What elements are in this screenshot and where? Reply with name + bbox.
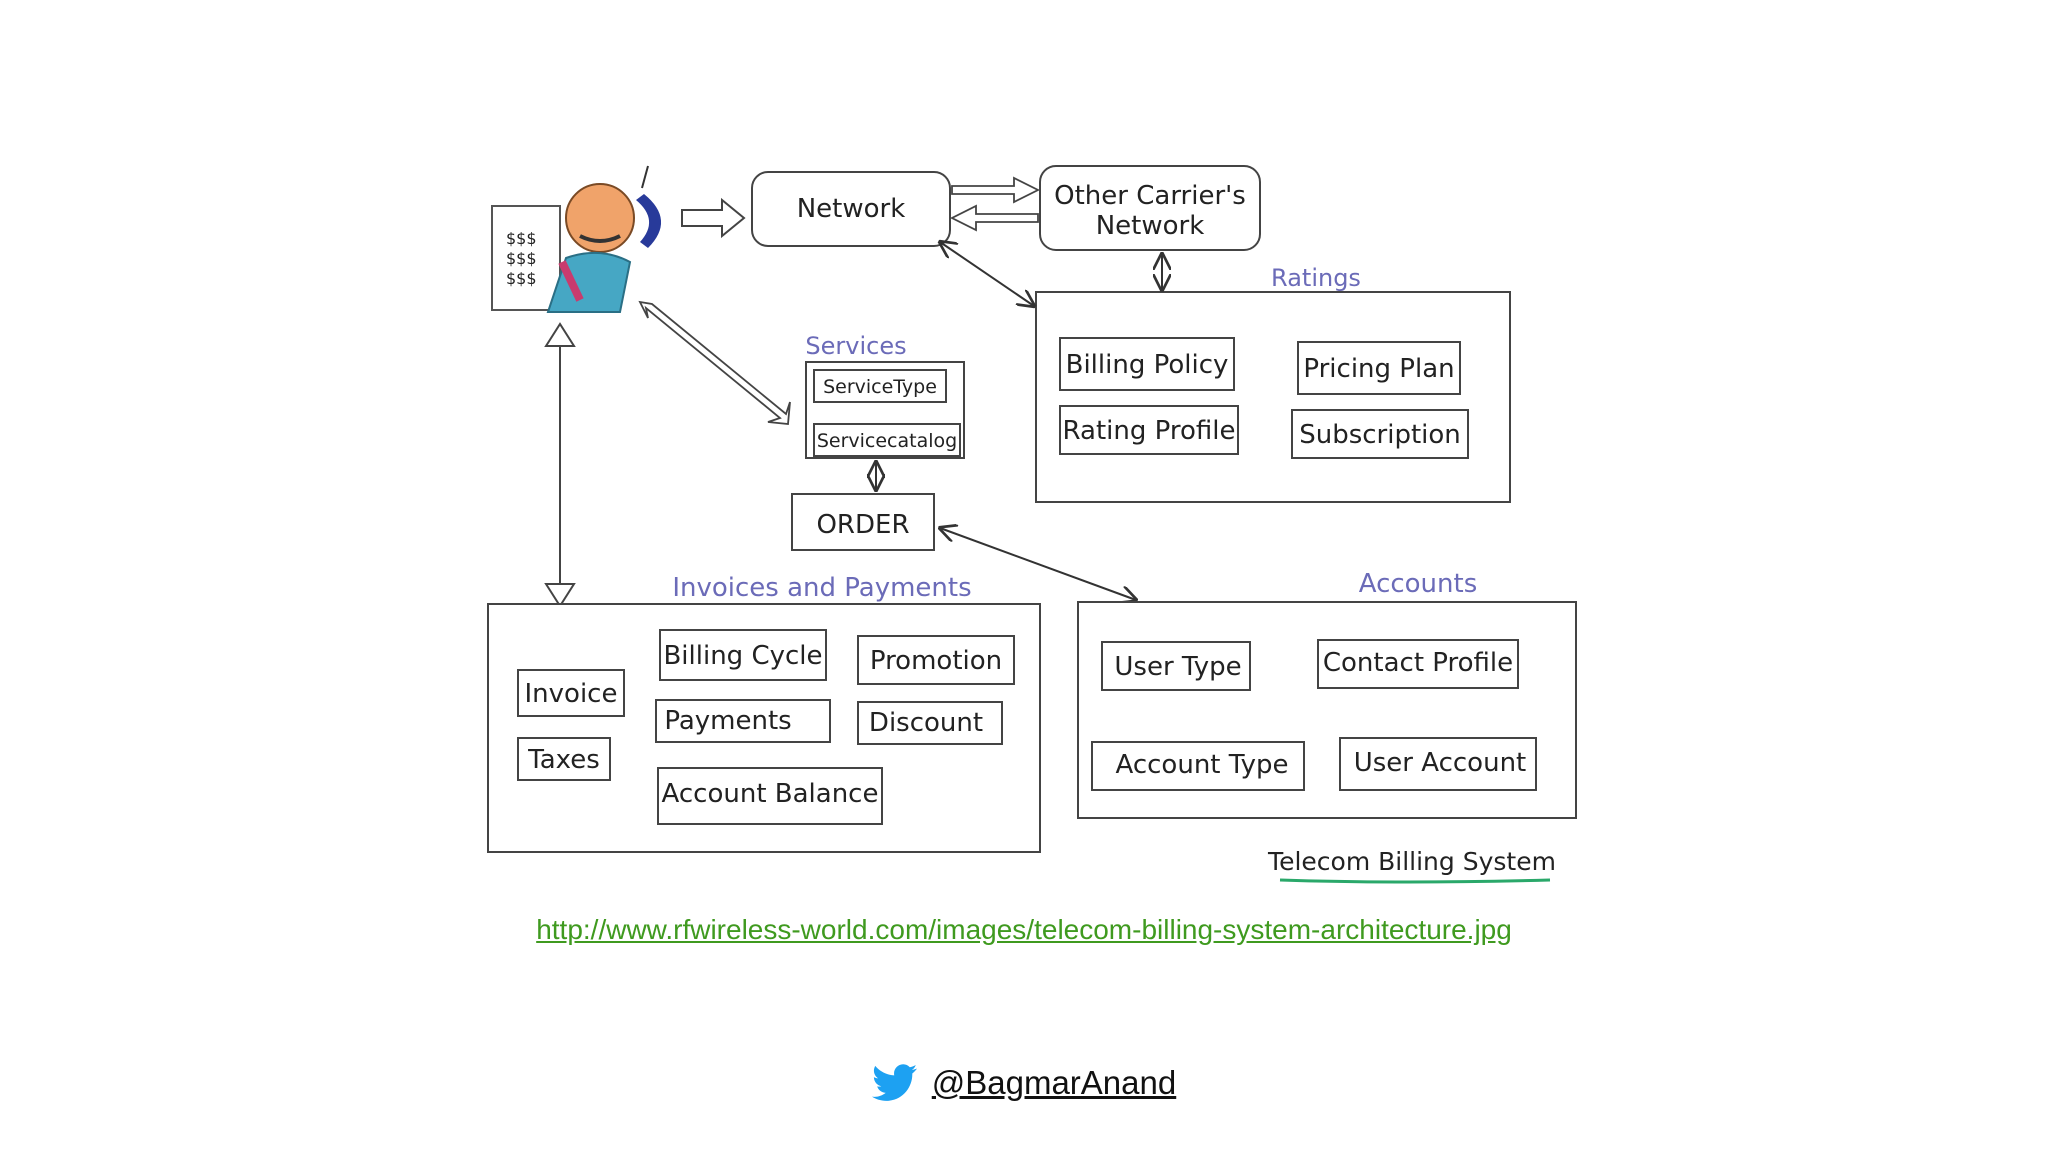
rating-profile-box (1059, 405, 1239, 455)
order-box (791, 493, 935, 551)
user-account-label: User Account (1354, 748, 1527, 778)
arrow-left-carrier (949, 204, 1039, 232)
services-title: Services (805, 332, 906, 360)
pricing-plan-box (1297, 341, 1461, 395)
other-carrier-label-line2: Network (1096, 211, 1205, 241)
user-type-label: User Type (1114, 652, 1241, 682)
caption-underline (1279, 878, 1551, 884)
arrow-to-network (681, 197, 746, 239)
taxes-box (517, 737, 611, 781)
bill-symbols: $$$ (506, 269, 537, 288)
account-type-box (1091, 741, 1305, 791)
arrow-order-accounts (940, 528, 1136, 600)
accounts-title: Accounts (1359, 569, 1478, 599)
source-url-link[interactable]: http://www.rfwireless-world.com/images/t… (536, 914, 1512, 945)
servicecatalog-box (813, 423, 961, 457)
servicetype-label: ServiceType (823, 376, 937, 398)
twitter-handle-link[interactable]: @BagmarAnand (931, 1064, 1177, 1101)
billing-cycle-box (659, 629, 827, 681)
taxes-label: Taxes (527, 745, 600, 775)
twitter-bird-icon (871, 1064, 917, 1101)
ratings-title: Ratings (1271, 264, 1361, 292)
contact-profile-label: Contact Profile (1323, 648, 1513, 678)
arrow-right-carrier (951, 176, 1041, 204)
servicetype-box (813, 369, 947, 403)
account-type-label: Account Type (1116, 750, 1289, 780)
contact-profile-box (1317, 639, 1519, 689)
billing-policy-label: Billing Policy (1066, 350, 1229, 380)
invoice-box (517, 669, 625, 717)
payments-box (655, 699, 831, 743)
order-label: ORDER (816, 510, 909, 540)
billing-policy-box (1059, 337, 1235, 391)
discount-label: Discount (869, 708, 983, 738)
other-carrier-box (1039, 165, 1261, 251)
user-type-box (1101, 641, 1251, 691)
person-icon: $$$ $$$ $$$ (491, 165, 662, 313)
other-carrier-label-line1: Other Carrier's (1054, 181, 1246, 211)
promotion-box (857, 635, 1015, 685)
subscription-box (1291, 409, 1469, 459)
twitter-handle-row: @BagmarAnand (0, 1064, 2048, 1110)
billing-cycle-label: Billing Cycle (663, 641, 822, 671)
rating-profile-label: Rating Profile (1063, 416, 1236, 446)
arrow-network-ratings (940, 242, 1034, 306)
diagram-caption: Telecom Billing System (1267, 847, 1556, 876)
invoices-title: Invoices and Payments (672, 573, 971, 603)
arrow-person-services (638, 300, 791, 425)
discount-box (857, 701, 1003, 745)
user-account-box (1339, 737, 1537, 791)
bill-symbols: $$$ (506, 229, 537, 248)
network-box (751, 171, 951, 247)
payments-label: Payments (664, 706, 791, 736)
account-balance-box (657, 767, 883, 825)
bill-symbols: $$$ (506, 249, 537, 268)
promotion-label: Promotion (870, 646, 1002, 676)
subscription-label: Subscription (1299, 420, 1461, 450)
arrow-head-up (544, 322, 576, 347)
ratings-box (1035, 291, 1511, 503)
account-balance-label: Account Balance (662, 779, 879, 809)
pricing-plan-label: Pricing Plan (1303, 354, 1454, 384)
servicecatalog-label: Servicecatalog (817, 430, 957, 452)
arrow-head-down (544, 583, 576, 608)
network-label: Network (797, 194, 906, 224)
invoice-label: Invoice (525, 679, 618, 709)
